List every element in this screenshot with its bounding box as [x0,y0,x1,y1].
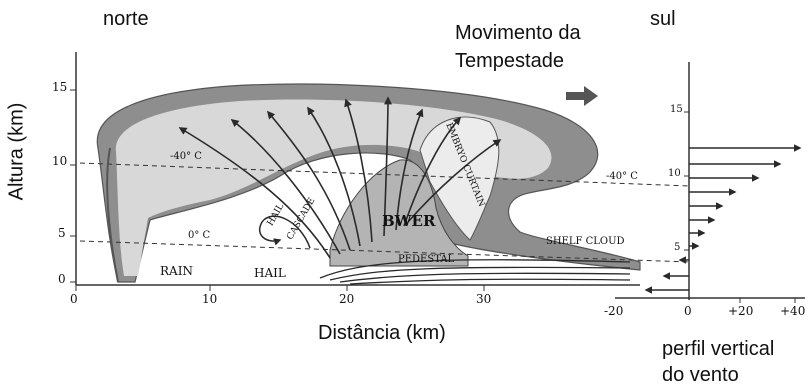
storm-motion-label-line1: Movimento da [455,22,581,45]
wind-x-tick-plus40: +40 [780,304,805,318]
main-y-tick-10: 10 [52,154,67,168]
main-x-tick-marks [76,285,484,291]
main-x-tick-0: 0 [70,292,78,306]
storm-motion-arrow-icon [566,86,598,106]
wind-profile-tick-marks [684,112,795,303]
main-y-tick-5: 5 [58,226,66,240]
wind-y-tick-10: 10 [668,168,681,179]
pedestal-label: PEDESTAL [398,254,454,265]
wind-y-tick-5: 5 [674,242,680,253]
rain-label: RAIN [160,264,193,278]
y-axis-title: Altura (km) [5,103,28,201]
wind-x-tick-plus20: +20 [728,304,753,318]
main-x-tick-20: 20 [339,292,354,306]
hail-label: HAIL [254,266,286,280]
main-y-tick-0: 0 [58,272,66,286]
isotherm-zero-label: 0° C [188,230,210,241]
main-y-tick-15: 15 [52,80,67,94]
isotherm-minus40-label: -40° C [170,151,202,162]
wind-x-tick-minus20: -20 [604,304,623,318]
x-axis-title: Distância (km) [318,322,446,345]
north-label: norte [103,8,149,31]
wind-profile-label-line1: perfil vertical [662,338,774,361]
storm-motion-label-line2: Tempestade [455,50,564,73]
shelf-cloud-label: SHELF CLOUD [546,236,625,247]
wind-x-tick-0: 0 [684,304,692,318]
wind-profile-label-line2: do vento [662,364,739,387]
main-x-tick-10: 10 [202,292,217,306]
main-y-tick-marks [70,90,76,282]
isotherm-minus40-right-label: -40° C [606,171,638,182]
main-x-tick-30: 30 [476,292,491,306]
bwer-label: BWER [382,212,435,230]
south-label: sul [650,8,676,31]
wind-y-tick-15: 15 [670,104,683,115]
